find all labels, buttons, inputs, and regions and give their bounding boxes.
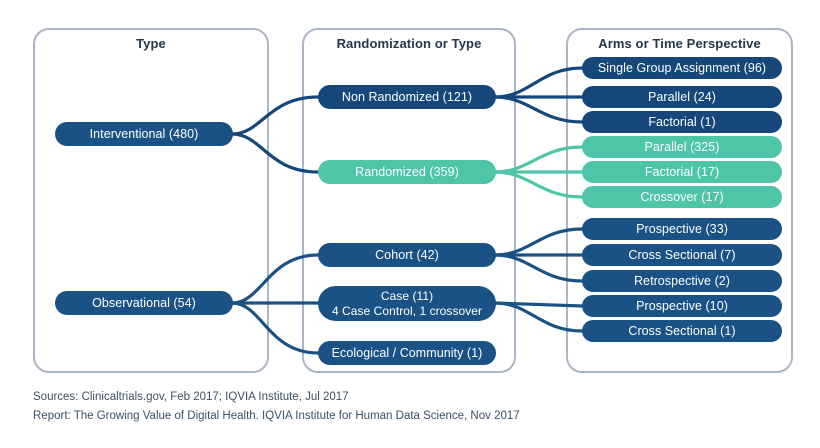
node-parallel-325[interactable]: Parallel (325) <box>582 136 782 158</box>
node-factorial-17[interactable]: Factorial (17) <box>582 161 782 183</box>
panel-randomization <box>302 28 516 373</box>
node-single-group-assignment[interactable]: Single Group Assignment (96) <box>582 57 782 79</box>
node-cross-sectional-7[interactable]: Cross Sectional (7) <box>582 244 782 266</box>
node-case[interactable]: Case (11) 4 Case Control, 1 crossover <box>318 286 496 321</box>
link-interventional-nonrandomized <box>230 95 320 136</box>
node-prospective-10[interactable]: Prospective (10) <box>582 295 782 317</box>
link-cohort-prospective33 <box>493 227 584 257</box>
node-cross-sectional-1[interactable]: Cross Sectional (1) <box>582 320 782 342</box>
footer-sources: Sources: Clinicaltrials.gov, Feb 2017; I… <box>33 391 349 403</box>
link-randomized-parallel325 <box>493 145 584 174</box>
node-parallel-24[interactable]: Parallel (24) <box>582 86 782 108</box>
panel-title-arms: Arms or Time Perspective <box>598 36 761 51</box>
link-observational-cohort <box>230 253 320 305</box>
link-interventional-randomized <box>230 132 320 174</box>
panel-arms <box>566 28 793 373</box>
node-interventional[interactable]: Interventional (480) <box>55 122 233 146</box>
node-factorial-1[interactable]: Factorial (1) <box>582 111 782 133</box>
link-nonrandomized-singlegroup <box>493 66 584 99</box>
node-cohort[interactable]: Cohort (42) <box>318 243 496 267</box>
link-observational-ecological <box>230 301 320 355</box>
node-non-randomized[interactable]: Non Randomized (121) <box>318 85 496 109</box>
panel-type <box>33 28 269 373</box>
node-crossover-17[interactable]: Crossover (17) <box>582 186 782 208</box>
node-observational[interactable]: Observational (54) <box>55 291 233 315</box>
link-case-crosssectional1 <box>493 301 584 333</box>
node-prospective-33[interactable]: Prospective (33) <box>582 218 782 240</box>
node-randomized[interactable]: Randomized (359) <box>318 160 496 184</box>
link-randomized-crossover17 <box>493 170 584 199</box>
link-nonrandomized-factorial1 <box>493 95 584 124</box>
node-ecological[interactable]: Ecological / Community (1) <box>318 341 496 365</box>
footer-report: Report: The Growing Value of Digital Hea… <box>33 410 520 422</box>
panel-title-type: Type <box>136 36 166 51</box>
panel-title-randomization: Randomization or Type <box>336 36 482 51</box>
node-retrospective-2[interactable]: Retrospective (2) <box>582 270 782 292</box>
link-cohort-retrospective2 <box>493 253 584 283</box>
